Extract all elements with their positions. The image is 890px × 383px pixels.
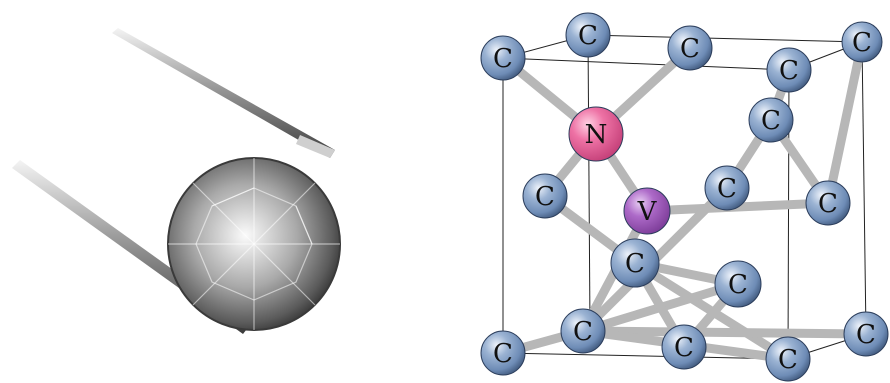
- atom-carbon-c12: C: [561, 309, 605, 353]
- diamond-facets: [168, 158, 340, 330]
- atom-carbon-c15: C: [766, 337, 810, 381]
- atom-label: C: [625, 249, 645, 279]
- atom-label: C: [852, 28, 872, 58]
- atom-carbon-c14: C: [662, 325, 706, 369]
- atom-carbon-c9: C: [806, 181, 850, 225]
- atom-label: C: [493, 339, 513, 369]
- atom-carbon-c8: C: [705, 166, 749, 210]
- atom-carbon-c16: C: [844, 312, 888, 356]
- atom-carbon-c7: C: [523, 174, 567, 218]
- atom-carbon-c10: C: [611, 239, 659, 287]
- atom-carbon-c4: C: [767, 48, 811, 92]
- atom-label: C: [573, 317, 593, 347]
- bond-c9-c5: [828, 42, 862, 203]
- atom-label: C: [779, 56, 799, 86]
- atom-label: C: [680, 34, 700, 64]
- atom-label: N: [585, 120, 608, 150]
- tweezer-upper-tip: [296, 135, 335, 158]
- atom-carbon-c5: C: [842, 22, 882, 62]
- atom-carbon-c2: C: [566, 13, 610, 57]
- atom-carbon-c11: C: [715, 261, 761, 307]
- atom-label: C: [728, 270, 748, 300]
- atom-carbon-c3: C: [668, 26, 712, 70]
- cube-edge: [588, 35, 590, 330]
- cube-edge: [588, 35, 862, 42]
- atom-vacancy-v1: V: [624, 188, 670, 234]
- atom-label: C: [761, 106, 781, 136]
- atom-label: C: [856, 320, 876, 350]
- atom-carbon-c6: C: [749, 98, 793, 142]
- atom-carbon-c13: C: [481, 331, 525, 375]
- atom-label: C: [717, 174, 737, 204]
- atom-nitrogen-n1: N: [569, 107, 623, 161]
- atom-label: C: [778, 345, 798, 375]
- atom-label: C: [493, 44, 513, 74]
- atom-label: V: [637, 197, 658, 227]
- atom-label: C: [818, 189, 838, 219]
- atom-carbon-c1: C: [481, 36, 525, 80]
- diamond-photo: [12, 28, 340, 334]
- atom-label: C: [578, 21, 598, 51]
- cube-edge: [862, 42, 866, 334]
- atom-label: C: [674, 333, 694, 363]
- cube-edge: [503, 58, 789, 70]
- atom-label: C: [535, 182, 555, 212]
